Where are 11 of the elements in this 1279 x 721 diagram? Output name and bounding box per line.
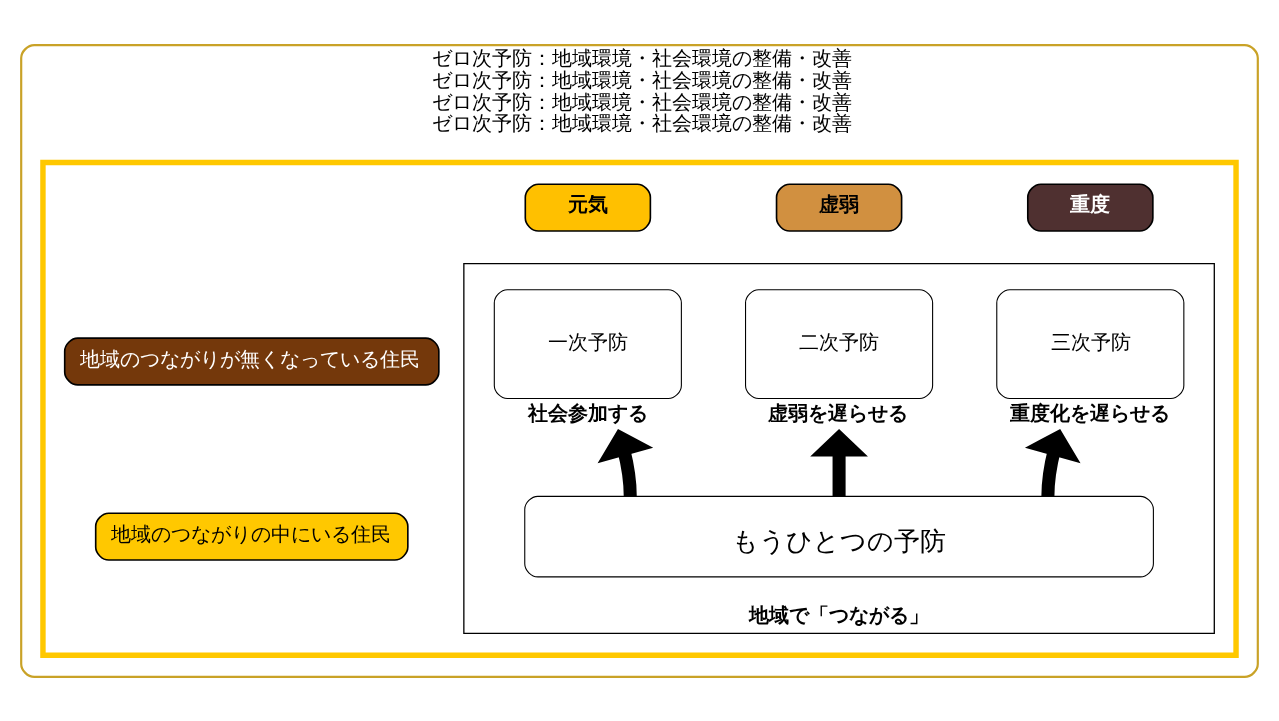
node-box: 虚弱 xyxy=(775,182,903,232)
node-label: 社会参加する xyxy=(528,401,649,425)
node-box: 重度 xyxy=(1026,182,1154,232)
node-label: 重度化を遅らせる xyxy=(1009,401,1170,425)
node-box: 地域のつながりが無くなっている住民 xyxy=(63,336,440,386)
arrow xyxy=(597,428,654,496)
arrow xyxy=(810,428,868,496)
node-box: 地域のつながりの中にいる住民 xyxy=(94,511,409,561)
node-box: 元気 xyxy=(524,182,652,232)
node-label: 虚弱を遅らせる xyxy=(768,401,909,425)
cluster xyxy=(40,159,1239,658)
